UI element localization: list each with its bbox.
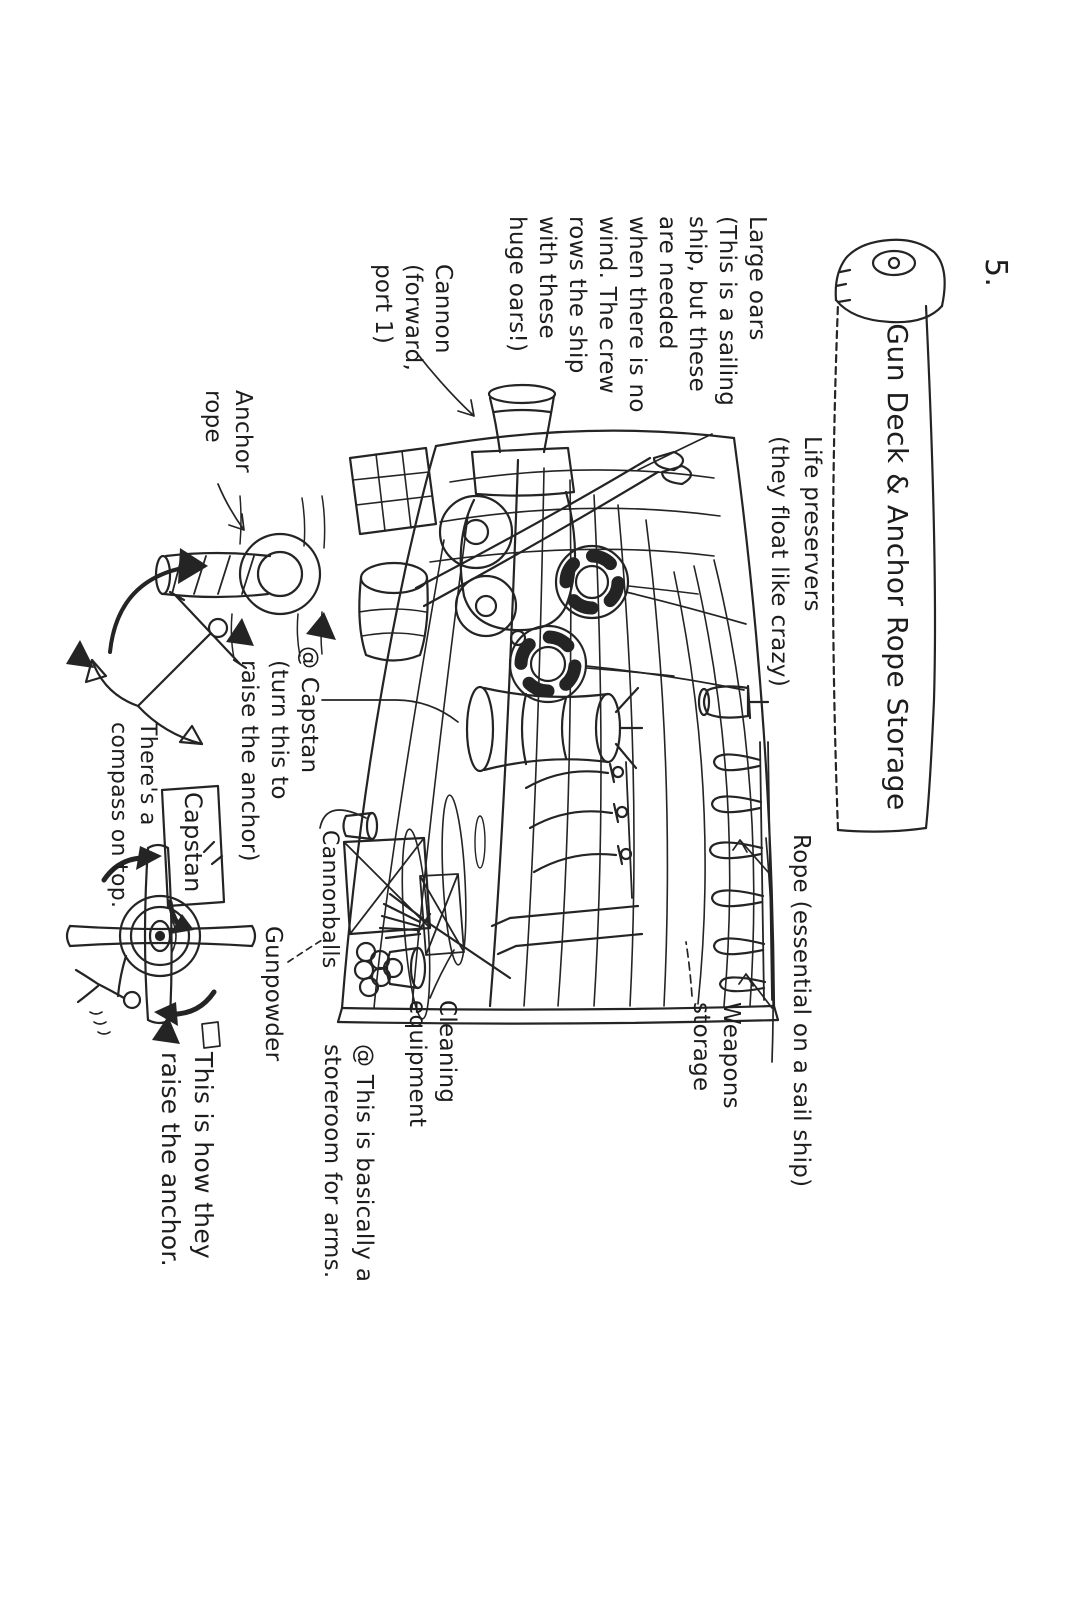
anchor-rope-line: Anchor bbox=[230, 390, 256, 473]
large-oars-line: ship, but these bbox=[684, 216, 710, 393]
storeroom-note: @ This is basically a storeroom for arms… bbox=[316, 1044, 380, 1282]
barrel-and-hatch-drawing bbox=[348, 446, 438, 662]
weapons-storage-line: Weapons bbox=[718, 1002, 744, 1109]
capstan-topview-drawing bbox=[65, 784, 257, 1035]
rope-coils-drawing bbox=[708, 741, 773, 1001]
lantern-drawing bbox=[697, 684, 770, 720]
large-oars-label: Large oars (This is a sailing ship, but … bbox=[502, 216, 772, 413]
life-preservers-line: (they float like crazy) bbox=[766, 436, 792, 688]
capstan-drum-drawing bbox=[465, 685, 644, 773]
large-oars-line: wind. The crew bbox=[594, 216, 620, 394]
large-oars-line: rows the ship bbox=[564, 216, 590, 374]
storeroom-note-line: @ This is basically a bbox=[351, 1044, 377, 1283]
large-oars-line: Large oars bbox=[744, 216, 770, 341]
raise-anchor-note: This is how they raise the anchor. bbox=[154, 1052, 220, 1267]
page-title: Gun Deck & Anchor Rope Storage bbox=[881, 323, 914, 811]
life-preserver-rings-drawing bbox=[508, 544, 699, 704]
capstan-note-line: raise the anchor) bbox=[236, 660, 262, 862]
large-oars-line: are needed bbox=[654, 216, 680, 350]
storeroom-note-line: storeroom for arms. bbox=[319, 1044, 345, 1279]
weapons-storage-label: Weapons storage bbox=[686, 1002, 746, 1109]
weapons-storage-line: storage bbox=[688, 1002, 714, 1092]
raise-anchor-line: raise the anchor. bbox=[156, 1052, 185, 1267]
anchor-rope-line: rope bbox=[200, 390, 226, 443]
capstan-note-label: @ Capstan (turn this to raise the anchor… bbox=[234, 646, 324, 862]
life-preservers-label: Life preservers (they float like crazy) bbox=[762, 436, 828, 687]
large-oars-line: with these bbox=[534, 216, 560, 339]
cannon-label-line: port 1) bbox=[370, 264, 396, 345]
capstan-boxed-label: Capstan bbox=[179, 792, 207, 893]
compass-note-line: compass on top. bbox=[106, 722, 131, 909]
gun-deck-room-sketch bbox=[336, 429, 780, 1025]
cleaning-equipment-line: equipment bbox=[404, 1000, 430, 1128]
cannon-label-line: (forward, bbox=[400, 264, 426, 372]
scroll-banner-sketch bbox=[831, 238, 946, 833]
compass-note-line: There's a bbox=[135, 722, 160, 826]
weapons-rack-drawing bbox=[490, 761, 644, 956]
cannonball-crates-drawing bbox=[342, 811, 465, 998]
gunpowder-label: Gunpowder bbox=[260, 926, 286, 1062]
anchor-and-rope-drawing bbox=[66, 495, 336, 746]
rope-label: Rope (essential on a sail ship) bbox=[788, 834, 814, 1188]
cannonballs-label: Cannonballs bbox=[317, 830, 342, 969]
large-oars-line: (This is a sailing bbox=[714, 216, 740, 407]
raise-anchor-line: This is how they bbox=[189, 1052, 218, 1260]
large-oars-drawing bbox=[414, 450, 693, 608]
cannon-drawing bbox=[438, 383, 577, 647]
large-oars-line: when there is no bbox=[624, 216, 650, 413]
compass-note: There's a compass on top. bbox=[104, 722, 162, 908]
life-preservers-line: Life preservers bbox=[799, 436, 825, 612]
large-oars-line: huge oars!) bbox=[504, 216, 530, 353]
cleaning-equipment-line: Cleaning bbox=[434, 1000, 460, 1104]
cannon-label: Cannon (forward, port 1) bbox=[368, 264, 458, 371]
capstan-note-line: (turn this to bbox=[266, 660, 292, 800]
page-number: 5. bbox=[978, 258, 1013, 288]
anchor-rope-label: Anchor rope bbox=[198, 390, 258, 473]
label-leader-lines bbox=[152, 351, 774, 1063]
cannon-label-line: Cannon bbox=[430, 264, 456, 354]
cleaning-equipment-label: Cleaning equipment bbox=[402, 1000, 462, 1127]
